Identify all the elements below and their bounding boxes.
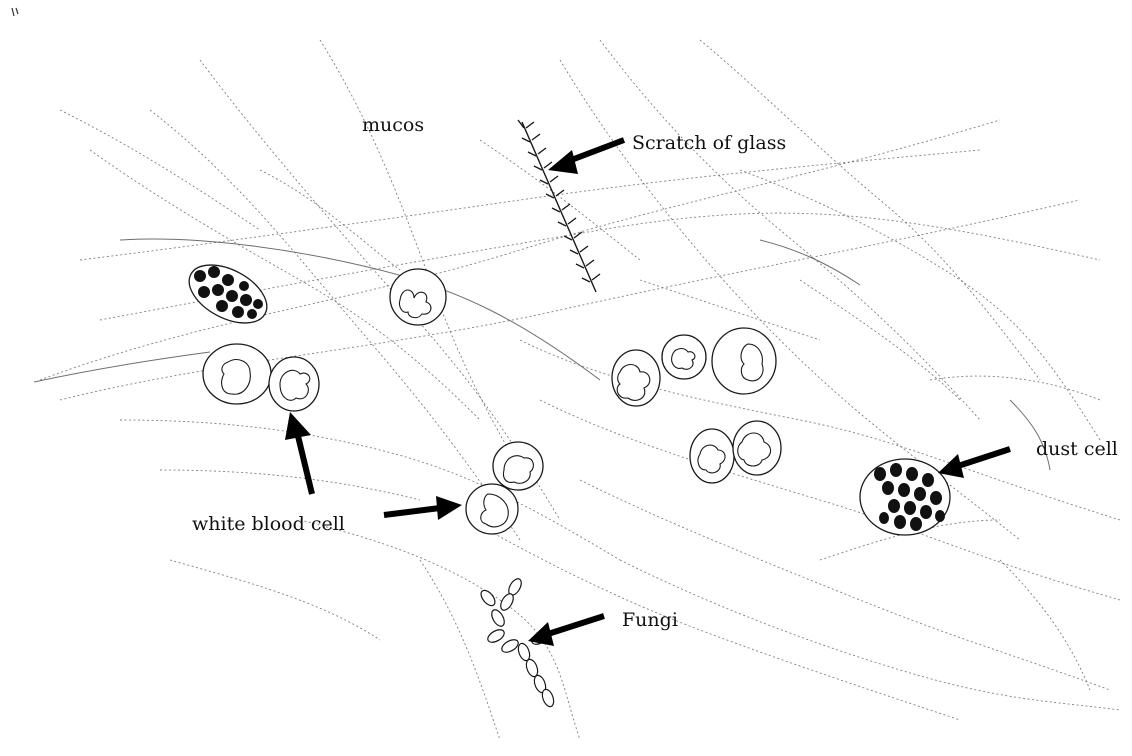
mucus-fibers <box>34 40 1120 740</box>
dust-cell <box>860 459 950 535</box>
dust-cell-arrow <box>938 449 1010 478</box>
wbc-3 <box>269 357 319 411</box>
label-fungi: Fungi <box>622 611 678 630</box>
wbc-8 <box>712 328 776 394</box>
label-scratch-of-glass: Scratch of glass <box>632 134 786 153</box>
glass-scratch <box>518 120 600 292</box>
wbc-6 <box>612 350 660 406</box>
label-mucos: mucos <box>362 116 424 135</box>
wbc-arrow-lower <box>384 496 462 520</box>
fungi-arrow <box>528 616 604 646</box>
label-white-blood-cell: white blood cell <box>192 515 345 534</box>
wbc-arrow-upper <box>285 412 312 494</box>
pigmented-cell <box>180 253 277 335</box>
wbc-5 <box>466 484 518 534</box>
label-dust-cell: dust cell <box>1036 440 1118 459</box>
wbc-4 <box>493 442 543 490</box>
wbc-10 <box>733 421 781 475</box>
corner-mark <box>12 8 18 16</box>
wbc-2 <box>203 344 271 404</box>
wbc-7 <box>662 335 706 379</box>
white-blood-cells <box>203 269 781 534</box>
wbc-9 <box>690 429 734 483</box>
scratch-arrow <box>548 140 624 174</box>
wbc-1 <box>390 269 446 325</box>
